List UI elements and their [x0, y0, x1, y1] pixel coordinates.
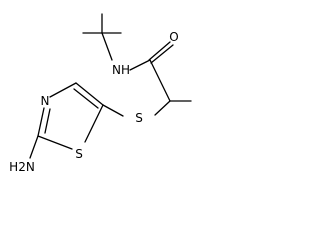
- bond-ring-c5-c4-double: [73, 88, 99, 109]
- bond-ring-n-c2-double: [44, 108, 51, 134]
- bond-carbonyl-to-o-2: [150, 44, 174, 64]
- bond-ring-s-c5: [84, 104, 104, 143]
- molecule-svg: O NH S N S H2N: [9, 13, 192, 174]
- atom-label-s-thioether: S: [135, 111, 143, 125]
- bond-ring-n-c2: [37, 107, 45, 137]
- bond-tbu-to-nh: [101, 32, 113, 61]
- bond-ring-c5-c4: [75, 82, 104, 106]
- bond-ring-c4-n: [49, 82, 77, 98]
- atom-label-n-ring: N: [41, 94, 50, 108]
- bond-s-to-ring: [102, 104, 124, 117]
- bond-carbonyl-to-o-1: [148, 41, 171, 61]
- bond-carbonyl-to-alpha: [149, 59, 171, 102]
- atom-label-s-ring: S: [75, 147, 83, 161]
- atom-label-nh: NH: [112, 63, 130, 77]
- atom-label-o: O: [169, 30, 178, 44]
- bond-nh-to-carbonyl: [129, 59, 151, 71]
- atom-label-h2n: H2N: [9, 160, 35, 174]
- bond-c2-to-nh2: [29, 135, 39, 159]
- structure-diagram: O NH S N S H2N: [9, 13, 192, 174]
- bond-ring-c2-s: [37, 135, 73, 150]
- bond-alpha-to-s: [154, 100, 171, 116]
